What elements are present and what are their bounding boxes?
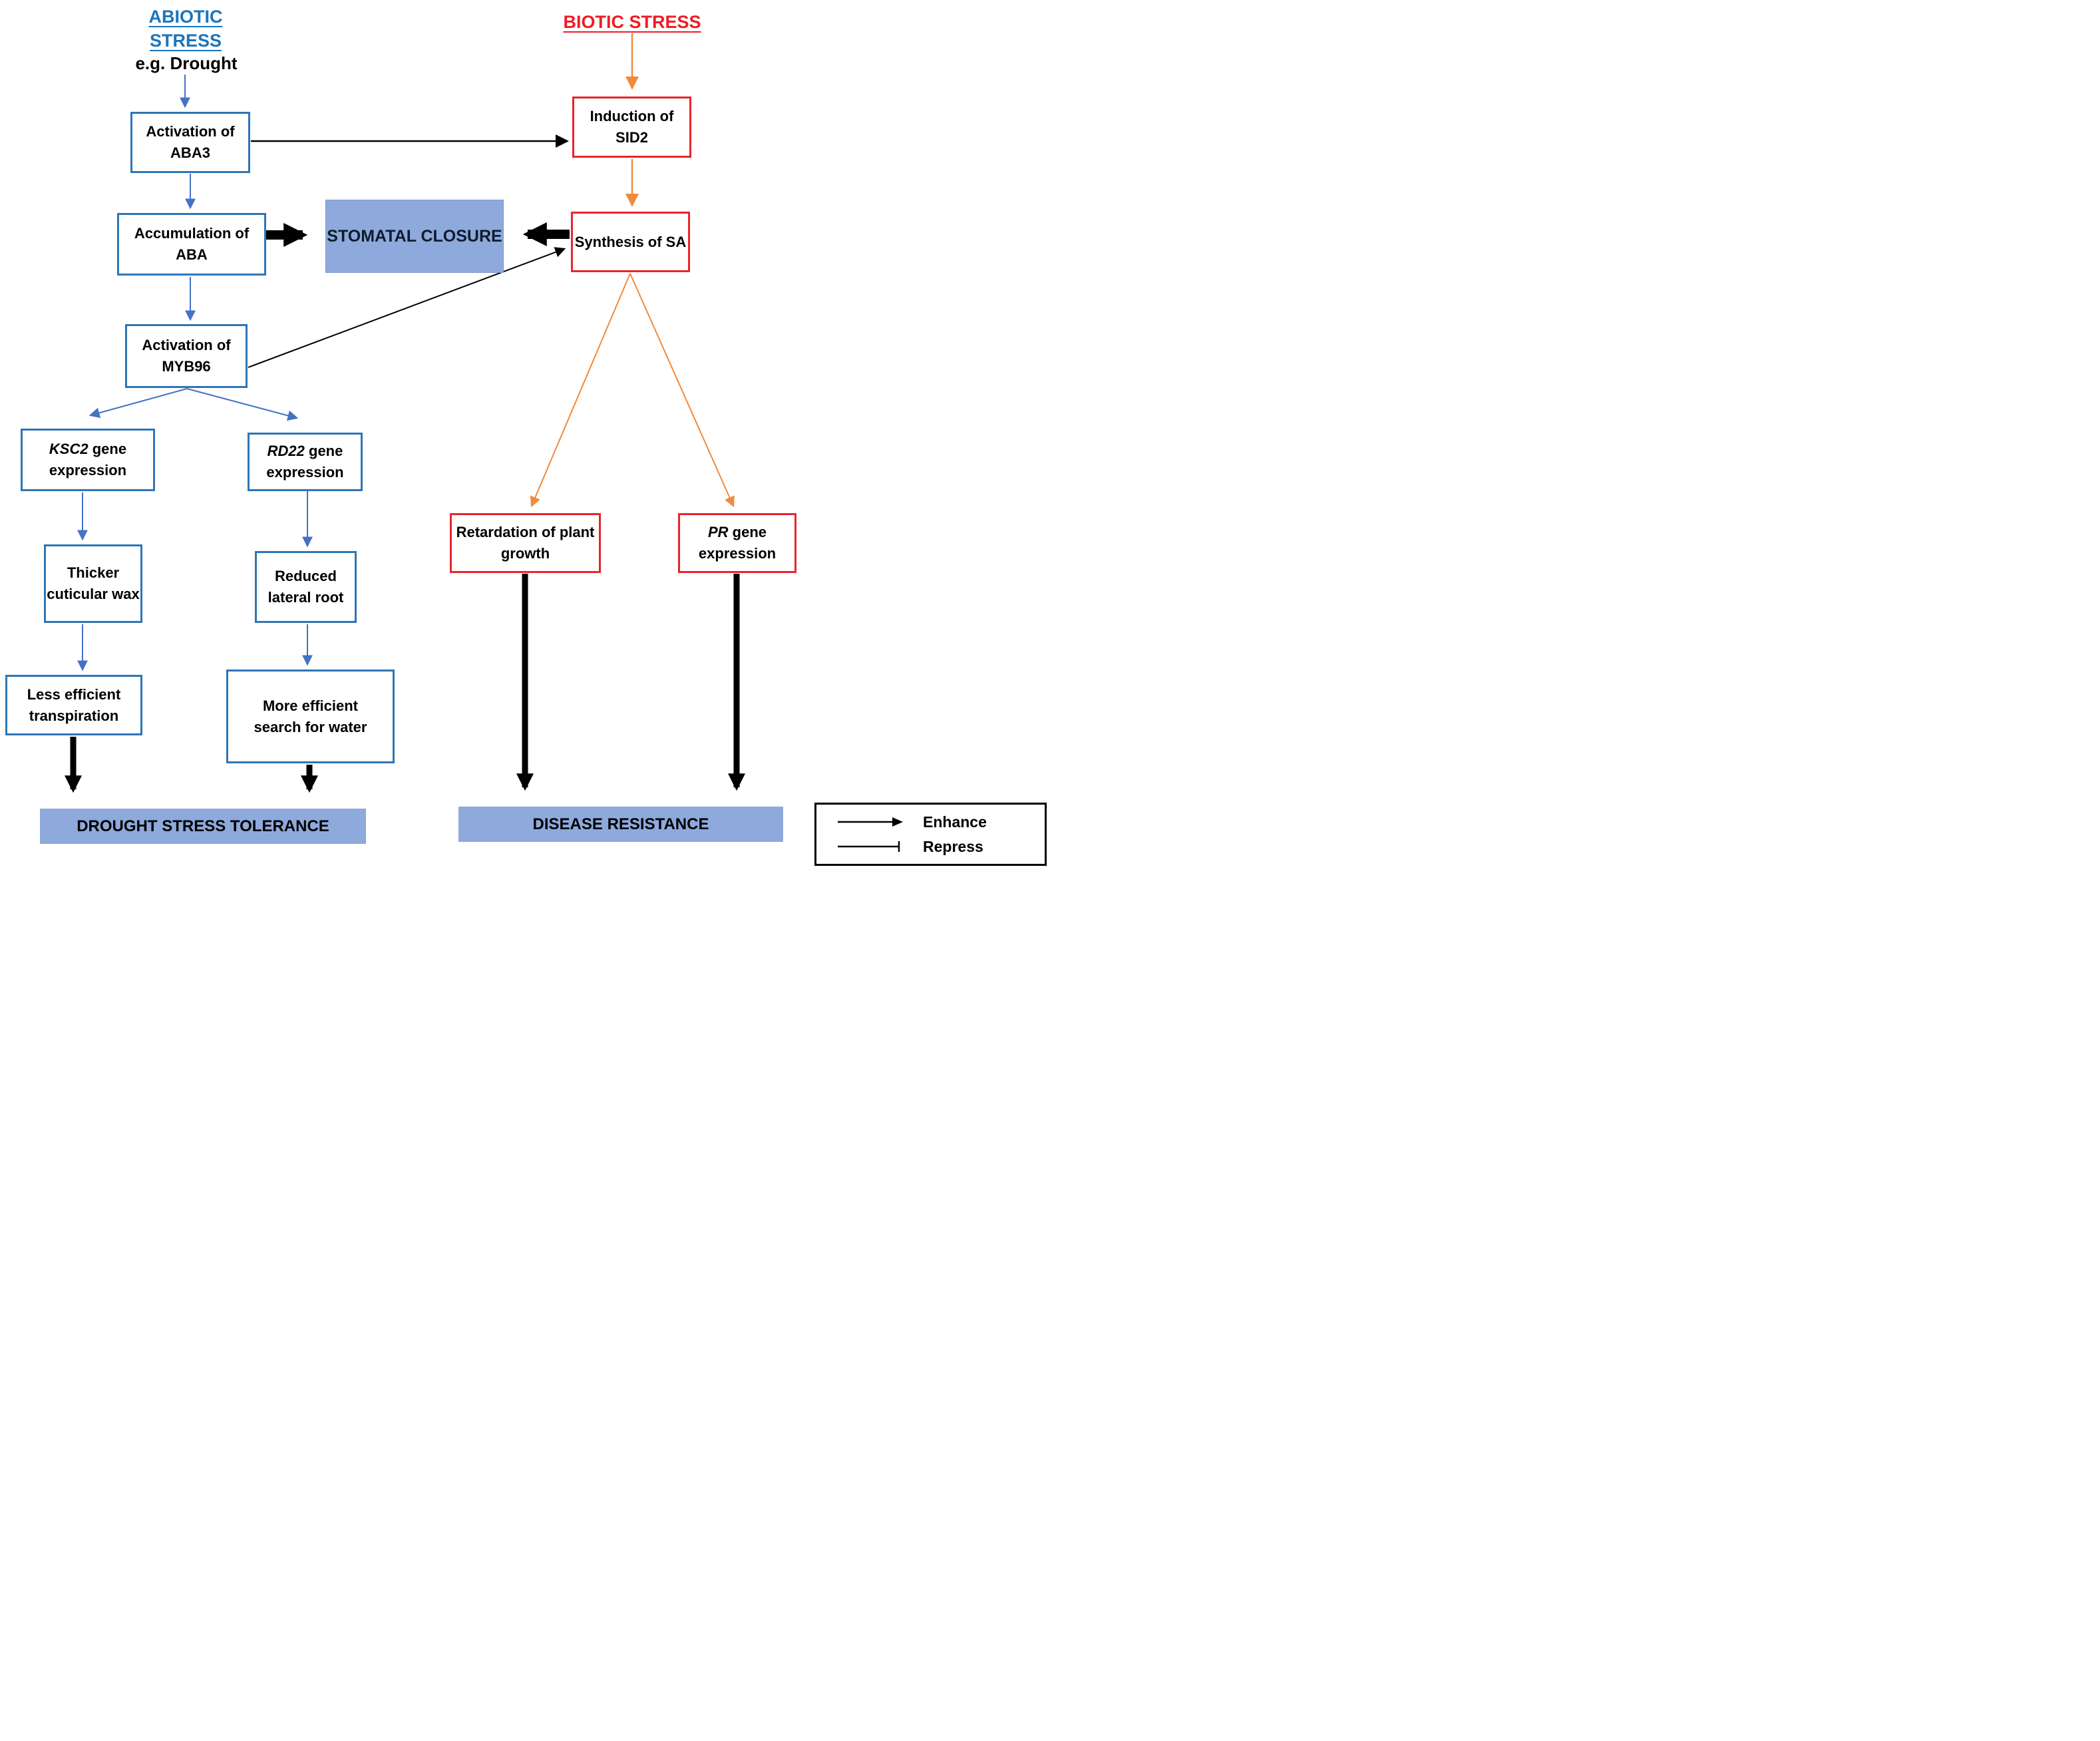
node-induction-sid2-label: Induction of SID2 [590,108,674,146]
node-accumulation-aba-label: Accumulation of ABA [134,225,250,263]
drought-tolerance-label: DROUGHT STRESS TOLERANCE [77,817,329,835]
abiotic-example-text: e.g. Drought [135,53,238,73]
node-activation-myb96: Activation of MYB96 [125,324,248,388]
legend-enhance-label: Enhance [923,813,987,831]
disease-resistance-bar: DISEASE RESISTANCE [458,807,783,842]
biotic-stress-heading-text: BIOTIC STRESS [563,12,701,32]
repress-bar-icon [838,841,900,852]
node-less-transpiration-label: Less efficient transpiration [27,685,121,724]
legend-repress-label: Repress [923,837,983,855]
node-synthesis-sa-label: Synthesis of SA [574,233,687,250]
node-water-search: More efficient search for water [226,670,395,763]
node-activation-aba3-label: Activation of ABA3 [146,123,235,161]
node-accumulation-aba: Accumulation of ABA [117,213,266,276]
node-ksc2-expression-label: KSC2 gene expression [23,439,153,481]
rd22-gene-name: RD22 [267,443,305,460]
node-thicker-wax: Thicker cuticular wax [44,544,142,623]
node-water-search-label: More efficient search for water [254,697,367,735]
node-growth-retardation: Retardation of plant growth [450,513,601,573]
node-induction-sid2: Induction of SID2 [572,97,691,158]
legend-repress-row: Repress [836,838,1045,856]
node-activation-myb96-label: Activation of MYB96 [142,337,231,375]
pr-gene-rest: gene expression [698,524,777,562]
arrow-sa-to-retardation [530,273,631,508]
node-less-transpiration: Less efficient transpiration [5,675,142,735]
abiotic-stress-heading: ABIOTIC STRESS [132,5,240,53]
node-growth-retardation-label: Retardation of plant growth [456,524,595,562]
arrow-myb96-to-rd22 [186,388,299,421]
arrow-sa-to-pr [629,273,735,508]
abiotic-example-label: e.g. Drought [130,53,243,74]
ksc2-gene-name: KSC2 [49,441,88,458]
abiotic-stress-heading-text: ABIOTIC STRESS [148,7,223,51]
node-rd22-expression-label: RD22 gene expression [250,441,361,483]
drought-tolerance-bar: DROUGHT STRESS TOLERANCE [40,809,366,844]
node-activation-aba3: Activation of ABA3 [130,112,250,173]
legend-box: Enhance Repress [814,803,1047,866]
node-synthesis-sa: Synthesis of SA [571,212,690,272]
node-pr-expression-label: PR gene expression [680,522,794,564]
node-stomatal-closure-label: STOMATAL CLOSURE [327,226,502,246]
ksc2-gene-rest: gene expression [49,441,127,479]
node-rd22-expression: RD22 gene expression [248,433,363,491]
rd22-gene-rest: gene expression [266,443,344,481]
node-reduced-root-label: Reduced lateral root [267,568,344,606]
pr-gene-name: PR [707,524,729,541]
legend-enhance-row: Enhance [836,813,1045,831]
biotic-stress-heading: BIOTIC STRESS [559,11,705,35]
node-stomatal-closure: STOMATAL CLOSURE [325,200,504,273]
disease-resistance-label: DISEASE RESISTANCE [532,815,709,833]
pathway-diagram: ABIOTIC STRESS e.g. Drought BIOTIC STRES… [0,0,1050,870]
enhance-arrow-icon [838,817,903,827]
arrow-myb96-to-sa [248,247,566,368]
node-pr-expression: PR gene expression [678,513,796,573]
node-reduced-root: Reduced lateral root [255,551,357,623]
node-thicker-wax-label: Thicker cuticular wax [47,564,140,602]
arrow-myb96-to-ksc2 [88,388,188,419]
arrow-layer [65,33,745,793]
node-ksc2-expression: KSC2 gene expression [21,429,155,491]
